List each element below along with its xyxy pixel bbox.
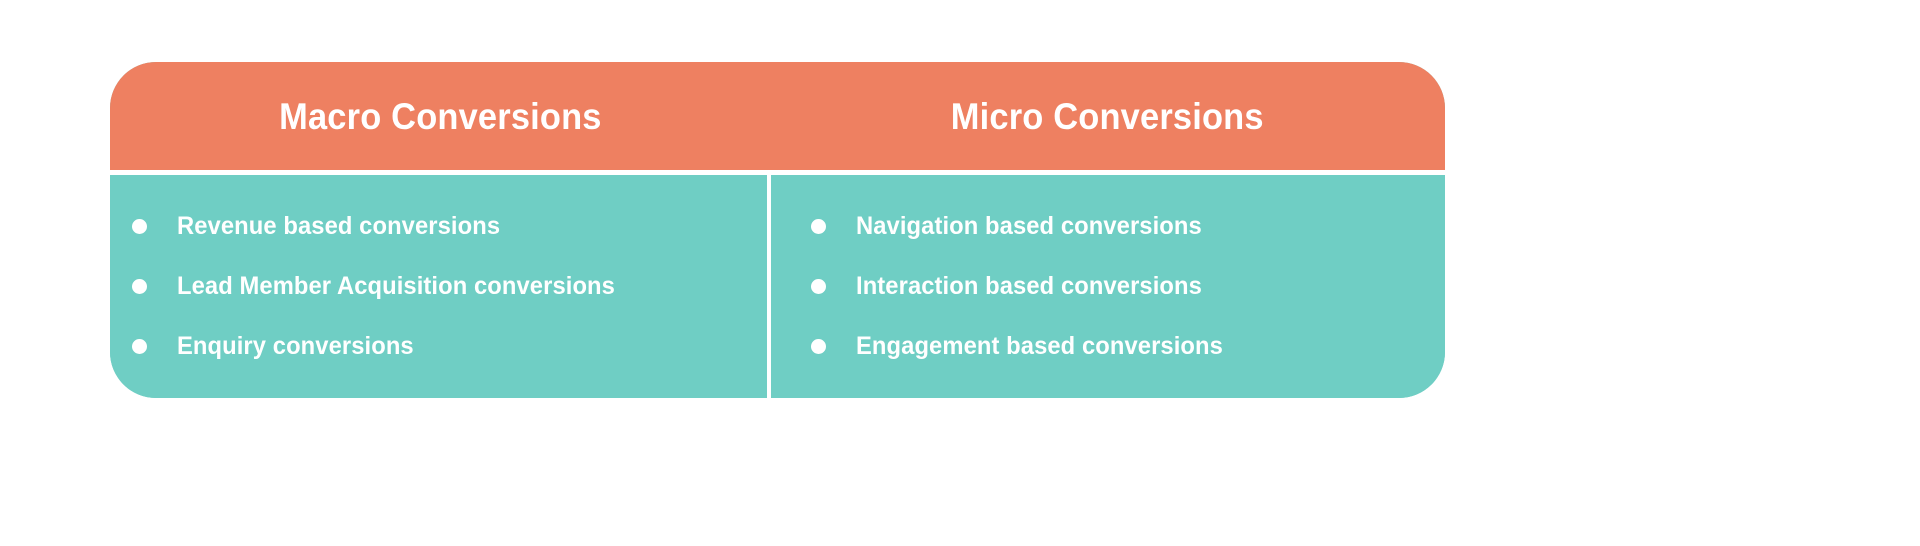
micro-item-label-2: Interaction based conversions bbox=[856, 272, 1202, 300]
list-item: Interaction based conversions bbox=[811, 257, 1445, 317]
card-header-band: Macro Conversions Micro Conversions bbox=[110, 62, 1445, 170]
bullet-dot-icon bbox=[132, 279, 147, 294]
bullet-dot-icon bbox=[811, 279, 826, 294]
macro-item-label-1: Revenue based conversions bbox=[177, 212, 501, 240]
bullet-dot-icon bbox=[132, 339, 147, 354]
bullet-dot-icon bbox=[811, 339, 826, 354]
card-body: Revenue based conversions Lead Member Ac… bbox=[110, 175, 1445, 398]
micro-item-label-1: Navigation based conversions bbox=[856, 212, 1202, 240]
conversions-comparison-card: Macro Conversions Micro Conversions Reve… bbox=[110, 62, 1445, 398]
header-body-divider bbox=[110, 170, 1445, 175]
header-cell-micro: Micro Conversions bbox=[770, 62, 1445, 170]
header-cell-macro: Macro Conversions bbox=[110, 62, 770, 170]
list-item: Revenue based conversions bbox=[132, 197, 767, 257]
list-item: Navigation based conversions bbox=[811, 197, 1445, 257]
macro-conversions-column: Revenue based conversions Lead Member Ac… bbox=[110, 175, 767, 398]
macro-item-label-2: Lead Member Acquisition conversions bbox=[177, 272, 615, 300]
micro-conversions-column: Navigation based conversions Interaction… bbox=[771, 175, 1445, 398]
list-item: Lead Member Acquisition conversions bbox=[132, 257, 767, 317]
micro-conversions-title: Micro Conversions bbox=[951, 95, 1264, 137]
macro-item-label-3: Enquiry conversions bbox=[177, 332, 414, 360]
column-divider bbox=[767, 175, 771, 398]
list-item: Enquiry conversions bbox=[132, 317, 767, 377]
micro-item-label-3: Engagement based conversions bbox=[856, 332, 1223, 360]
bullet-dot-icon bbox=[811, 219, 826, 234]
list-item: Engagement based conversions bbox=[811, 317, 1445, 377]
macro-conversions-title: Macro Conversions bbox=[278, 95, 602, 137]
bullet-dot-icon bbox=[132, 219, 147, 234]
